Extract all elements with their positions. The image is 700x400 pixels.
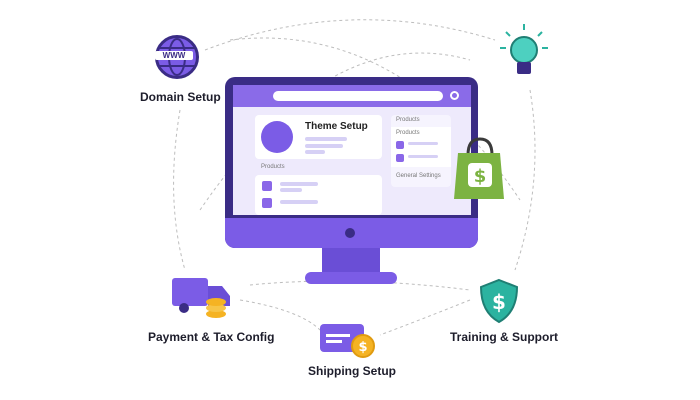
monitor-stand <box>322 248 380 274</box>
shield-dollar-icon: $ <box>479 278 519 324</box>
credit-card-coin-icon: $ <box>320 324 375 358</box>
search-icon[interactable] <box>450 91 459 100</box>
training-support-label: Training & Support <box>450 330 558 344</box>
power-button <box>345 228 355 238</box>
delivery-truck-icon <box>172 278 230 318</box>
shipping-setup-label: Shipping Setup <box>308 364 396 378</box>
palette-icon <box>261 121 293 153</box>
domain-setup-label: Domain Setup <box>140 90 221 104</box>
general-settings-label: General Settings <box>396 173 441 179</box>
product-thumb <box>262 181 272 191</box>
monitor-base <box>305 272 397 284</box>
theme-setup-title: Theme Setup <box>305 121 368 132</box>
svg-text:$: $ <box>474 166 487 187</box>
www-text: WWW <box>155 51 193 60</box>
search-input[interactable] <box>273 91 443 101</box>
products-left-label: Products <box>261 164 285 170</box>
shopping-bag-icon: $ <box>454 137 504 199</box>
product-thumb <box>262 198 272 208</box>
payment-tax-label: Payment & Tax Config <box>148 330 275 344</box>
svg-text:$: $ <box>358 340 367 355</box>
svg-text:$: $ <box>492 290 506 314</box>
globe-www-icon: WWW <box>155 35 199 79</box>
screen: Theme Setup Products Products Products G… <box>233 85 471 215</box>
theme-setup-card[interactable]: Theme Setup <box>255 115 382 159</box>
products-panel: Products Products General Settings <box>391 115 451 187</box>
products-panel-header: Products <box>396 117 420 123</box>
lightbulb-icon <box>500 24 548 74</box>
products-panel-label: Products <box>396 130 420 136</box>
products-list <box>255 175 382 215</box>
